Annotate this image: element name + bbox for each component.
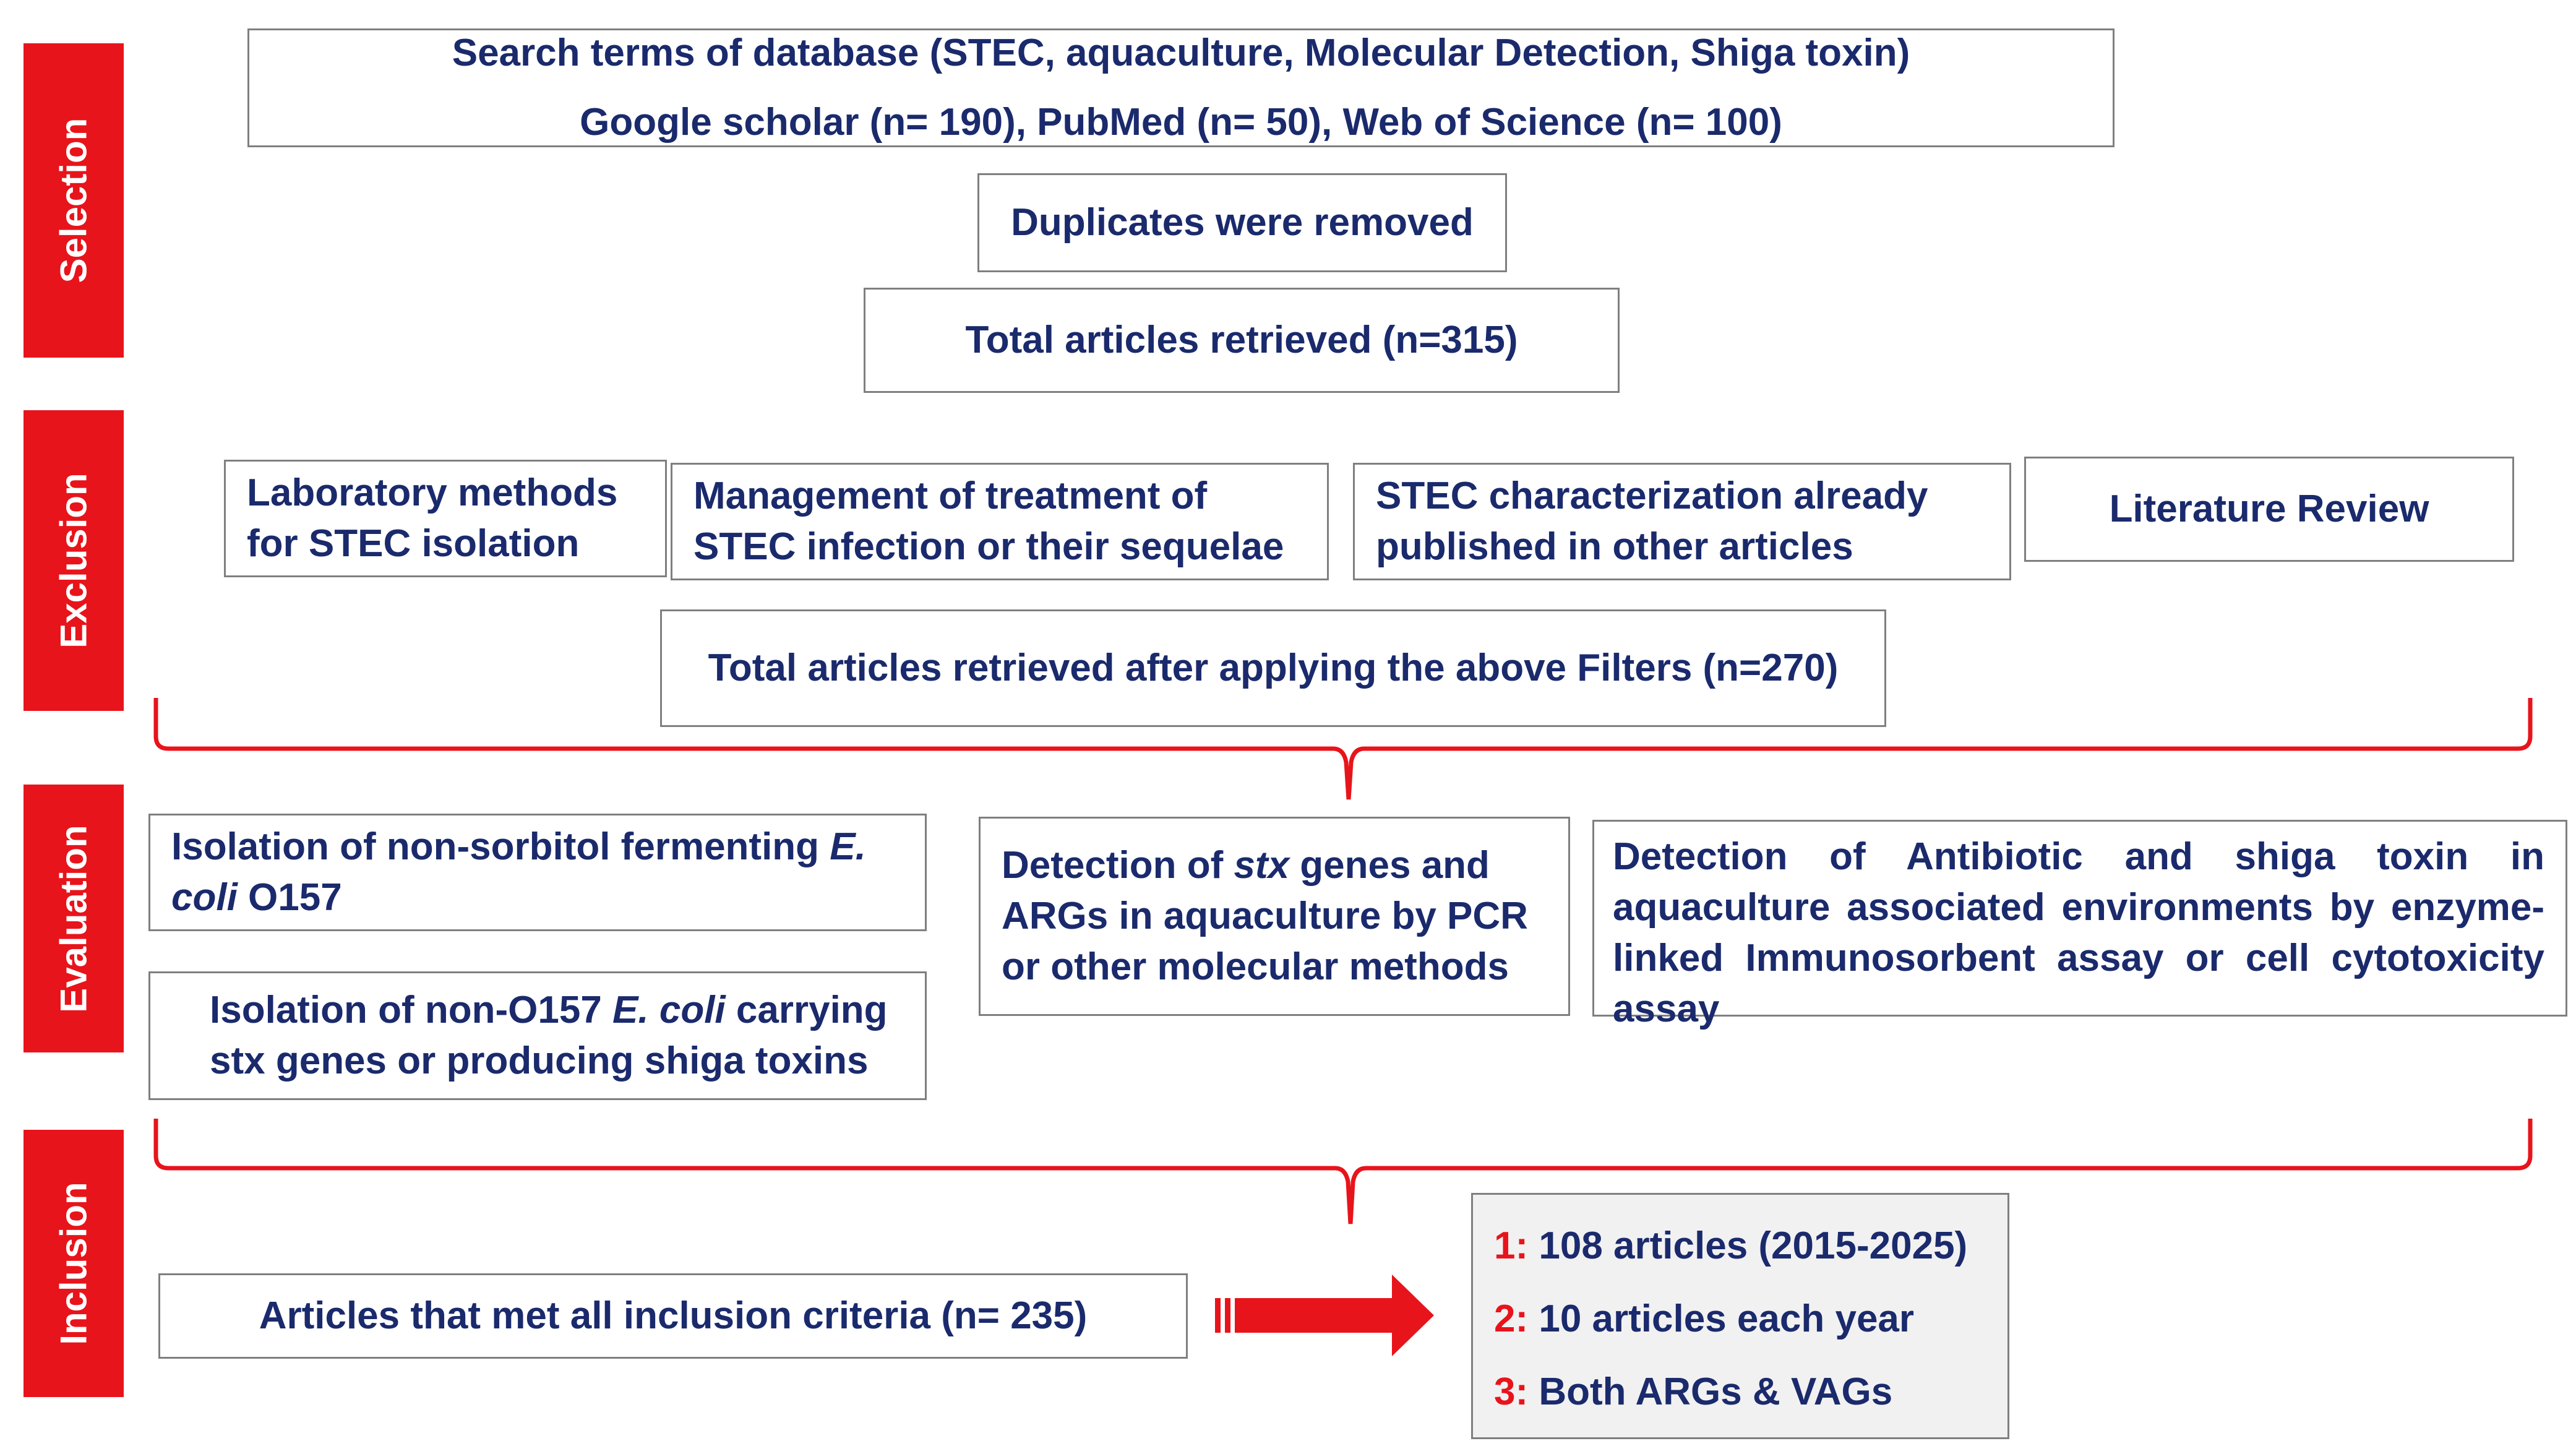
criterion-3: 3: Both ARGs & VAGs — [1494, 1370, 1893, 1413]
total-after-filters-box: Total articles retrieved after applying … — [660, 609, 1886, 727]
arrow-to-criteria-icon — [1215, 1275, 1434, 1356]
total-retrieved-box: Total articles retrieved (n=315) — [864, 288, 1620, 393]
evaluation-elisa-box: Detection of Antibiotic and shiga toxin … — [1592, 820, 2567, 1030]
criterion-2: 2: 10 articles each year — [1494, 1297, 1915, 1340]
criterion-1: 1: 108 articles (2015-2025) — [1494, 1224, 1968, 1267]
inclusion-criteria-box: 1: 108 articles (2015-2025) 2: 10 articl… — [1471, 1193, 2009, 1439]
exclusion-characterization-box: STEC characterization already published … — [1353, 463, 2011, 580]
stage-label-selection: Selection — [24, 43, 124, 358]
duplicates-removed-box: Duplicates were removed — [977, 173, 1507, 272]
evaluation-non-o157-box: Isolation of non-O157 E. coli carrying s… — [148, 971, 927, 1100]
exclusion-management-box: Management of treatment of STEC infectio… — [671, 463, 1329, 580]
evaluation-pcr-detection-box: Detection of stx genes and ARGs in aquac… — [979, 817, 1570, 1016]
stage-label-exclusion: Exclusion — [24, 410, 124, 711]
databases-text: Google scholar (n= 190), PubMed (n= 50),… — [580, 101, 1782, 144]
stage-label-evaluation: Evaluation — [24, 785, 124, 1052]
inclusion-met-criteria-box: Articles that met all inclusion criteria… — [158, 1273, 1188, 1359]
exclusion-lab-methods-box: Laboratory methods for STEC isolation — [224, 460, 667, 577]
evaluation-non-sorbitol-box: Isolation of non-sorbitol fermenting E. … — [148, 814, 927, 931]
exclusion-literature-review-box: Literature Review — [2024, 457, 2514, 562]
search-terms-text: Search terms of database (STEC, aquacult… — [452, 32, 1910, 74]
brace-exclusion-to-evaluation — [153, 698, 2533, 800]
brace-evaluation-to-inclusion — [153, 1119, 2533, 1224]
search-terms-box: Search terms of database (STEC, aquacult… — [247, 28, 2114, 147]
stage-label-inclusion: Inclusion — [24, 1130, 124, 1397]
